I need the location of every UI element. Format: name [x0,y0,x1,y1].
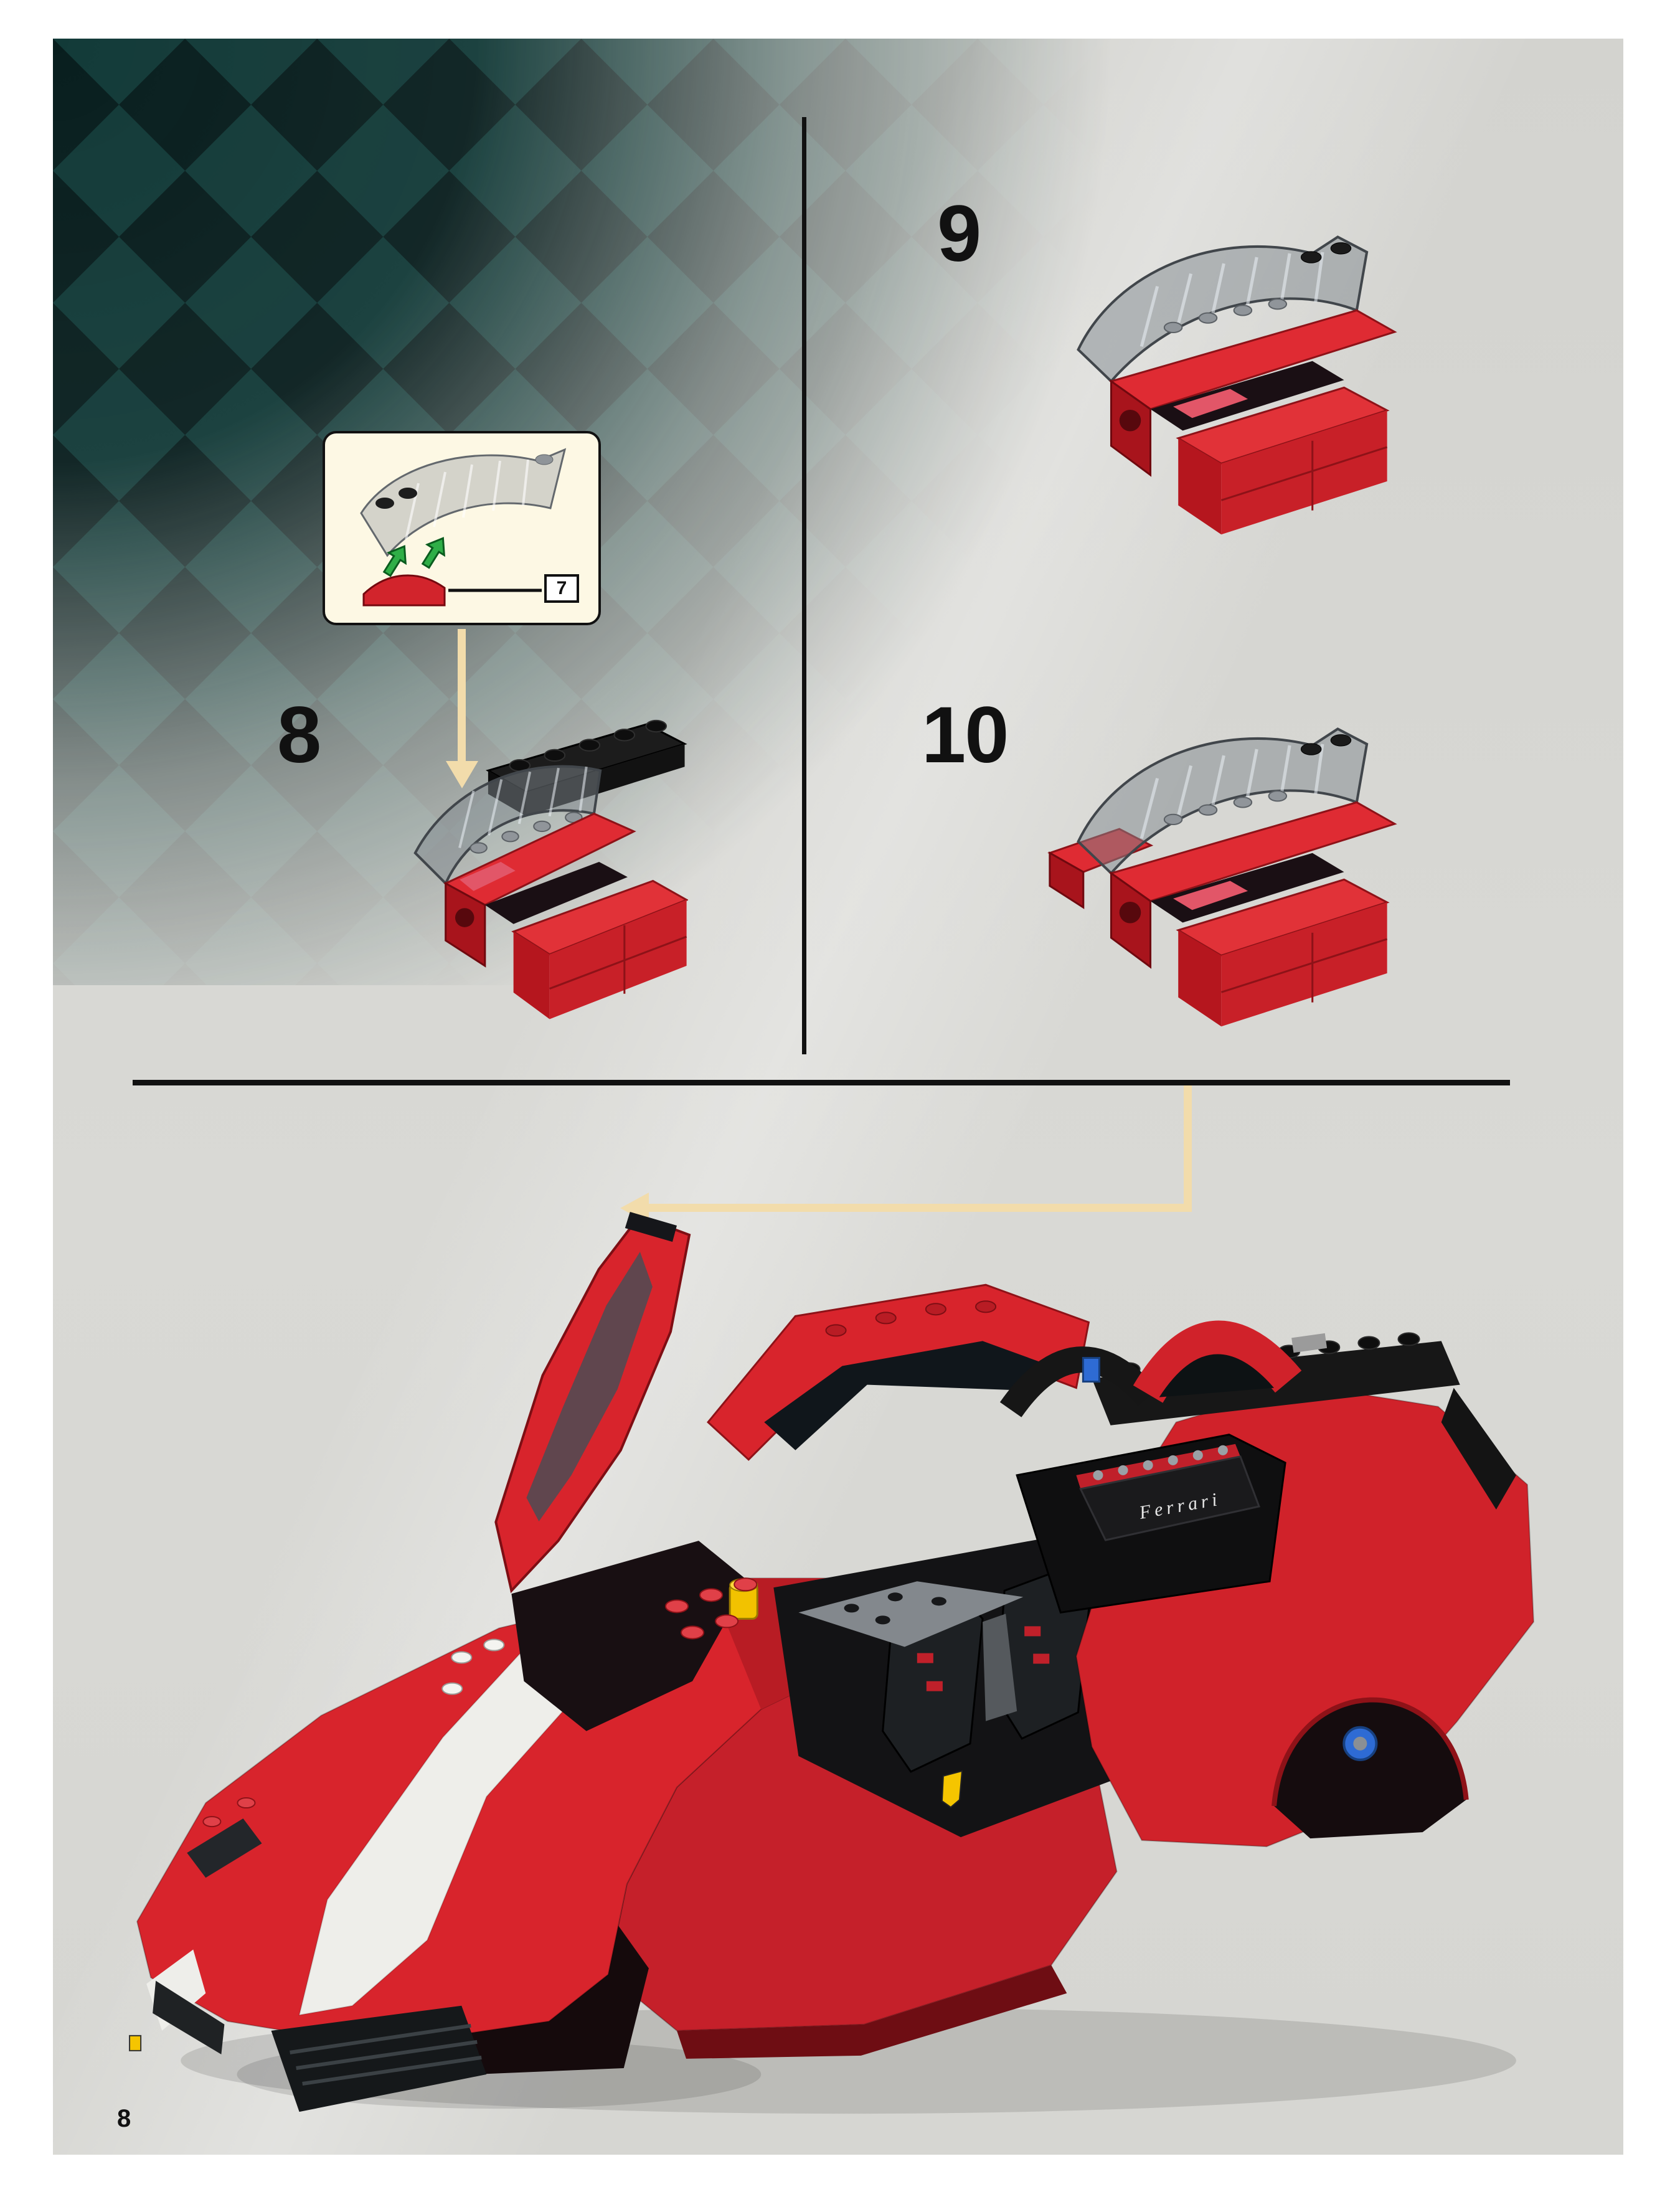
callout-part-image [360,448,567,607]
horizontal-divider [133,1080,1510,1085]
stud [375,498,394,509]
elbow-arrow-horizontal [648,1204,1192,1212]
step-9-assembly-image [1077,235,1397,535]
windscreen-part-outline [360,448,567,557]
step-10-assembly-image [1047,727,1397,1027]
ferrari-badge-nose-icon [129,2035,142,2051]
instruction-content-area: 9 8 10 7 [53,39,1623,2155]
step-9-number: 9 [937,189,981,278]
vertical-divider [802,117,806,1054]
ferrari-shield-badge-icon [941,1770,963,1808]
part-callout-box: 7 [323,431,601,625]
page-number: 8 [117,2105,131,2132]
step-8-assembly-image [413,719,688,1019]
car-assembly-image: Ferrari [129,1211,1534,2114]
red-wedge-part [362,574,446,607]
down-arrow-head-icon [446,761,478,788]
part-ref-label: 7 [544,574,579,603]
step-10-number: 10 [922,691,1009,780]
elbow-arrow-vertical [1184,1085,1192,1212]
down-arrow-icon [458,629,466,762]
step-8-number: 8 [277,691,321,780]
green-arrow-icon [382,537,446,577]
